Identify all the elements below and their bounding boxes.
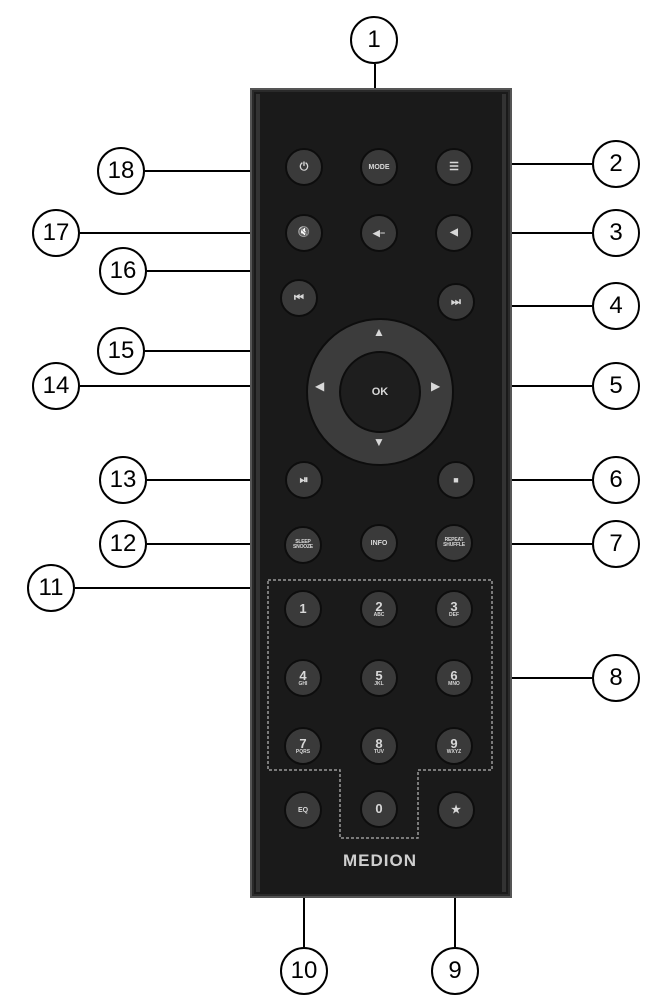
volume-down-button[interactable]: ◀− bbox=[360, 214, 398, 252]
stop-icon: ■ bbox=[453, 474, 459, 485]
letters-label: ABC bbox=[373, 611, 385, 618]
repeat-label: REPEAT bbox=[444, 537, 464, 543]
eq-label: EQ bbox=[297, 806, 309, 814]
repeat-shuffle-button[interactable]: REPEAT SHUFFLE bbox=[435, 524, 473, 562]
mute-icon: 🔇 bbox=[297, 227, 311, 238]
callout-14: 14 bbox=[32, 362, 80, 410]
left-arrow-icon[interactable]: ◀ bbox=[315, 379, 325, 393]
power-icon: ⏻ bbox=[299, 160, 309, 173]
numpad-key-2[interactable]: 2 ABC bbox=[360, 590, 398, 628]
letters-label: WXYZ bbox=[446, 748, 462, 755]
callout-3: 3 bbox=[592, 209, 640, 257]
callout-1: 1 bbox=[350, 16, 398, 64]
play-pause-button[interactable]: ⏯ bbox=[285, 461, 323, 499]
numpad-key-6[interactable]: 6 MNO bbox=[435, 659, 473, 697]
ok-button[interactable]: OK bbox=[339, 351, 421, 433]
callout-5: 5 bbox=[592, 362, 640, 410]
up-arrow-icon[interactable]: ▲ bbox=[373, 325, 385, 339]
info-button[interactable]: INFO bbox=[360, 524, 398, 562]
remote-edge-left bbox=[256, 94, 260, 892]
favorite-button[interactable]: ★ bbox=[437, 791, 475, 829]
callout-12: 12 bbox=[99, 520, 147, 568]
numpad-key-8[interactable]: 8 TUV bbox=[360, 727, 398, 765]
next-track-button[interactable]: ⏭ bbox=[437, 283, 475, 321]
sleep-label: SLEEP bbox=[295, 539, 311, 545]
numpad-key-0[interactable]: 0 bbox=[360, 790, 398, 828]
callout-9: 9 bbox=[431, 947, 479, 995]
next-track-icon: ⏭ bbox=[451, 295, 461, 308]
previous-track-button[interactable]: ⏮ bbox=[280, 279, 318, 317]
sleep-snooze-button[interactable]: SLEEP SNOOZE bbox=[284, 526, 322, 564]
volume-up-icon: ◀ bbox=[450, 227, 458, 238]
previous-track-icon: ⏮ bbox=[294, 291, 304, 304]
stop-button[interactable]: ■ bbox=[437, 461, 475, 499]
menu-button[interactable]: ☰ bbox=[435, 148, 473, 186]
right-arrow-icon[interactable]: ▶ bbox=[431, 379, 441, 393]
digit-label: 5 bbox=[375, 667, 383, 683]
letters-label: JKL bbox=[374, 680, 384, 687]
digit-label: 8 bbox=[375, 735, 383, 751]
numpad-key-1[interactable]: 1 bbox=[284, 590, 322, 628]
letters-label: GHI bbox=[298, 680, 308, 687]
ok-label: OK bbox=[371, 386, 389, 398]
callout-8: 8 bbox=[592, 654, 640, 702]
callout-16: 16 bbox=[99, 247, 147, 295]
numpad-key-3[interactable]: 3 DEF bbox=[435, 590, 473, 628]
play-pause-icon: ⏯ bbox=[299, 473, 309, 486]
power-button[interactable]: ⏻ bbox=[285, 148, 323, 186]
eq-button[interactable]: EQ bbox=[284, 791, 322, 829]
callout-18: 18 bbox=[97, 147, 145, 195]
digit-label: 3 bbox=[450, 598, 458, 614]
letters-label: PQRS bbox=[295, 748, 311, 755]
letters-label: DEF bbox=[449, 611, 459, 618]
digit-label: 6 bbox=[450, 667, 458, 683]
star-icon: ★ bbox=[451, 803, 461, 816]
letters-label: TUV bbox=[374, 748, 384, 755]
digit-label: 1 bbox=[299, 601, 307, 616]
callout-17: 17 bbox=[32, 209, 80, 257]
mode-label: MODE bbox=[368, 163, 390, 171]
volume-down-icon: ◀− bbox=[372, 227, 386, 238]
callout-7: 7 bbox=[592, 520, 640, 568]
callout-4: 4 bbox=[592, 282, 640, 330]
shuffle-label: SHUFFLE bbox=[443, 542, 465, 548]
numpad-key-7[interactable]: 7 PQRS bbox=[284, 727, 322, 765]
digit-label: 0 bbox=[375, 801, 383, 816]
snooze-label: SNOOZE bbox=[293, 544, 313, 550]
down-arrow-icon[interactable]: ▼ bbox=[373, 435, 385, 449]
digit-label: 7 bbox=[299, 735, 307, 751]
menu-icon: ☰ bbox=[449, 160, 459, 173]
info-label: INFO bbox=[370, 539, 388, 547]
remote-edge-right bbox=[502, 94, 506, 892]
callout-6: 6 bbox=[592, 456, 640, 504]
callout-15: 15 bbox=[97, 327, 145, 375]
digit-label: 2 bbox=[375, 598, 383, 614]
digit-label: 9 bbox=[450, 735, 458, 751]
numpad-key-4[interactable]: 4 GHI bbox=[284, 659, 322, 697]
mode-button[interactable]: MODE bbox=[360, 148, 398, 186]
brand-logo: MEDION bbox=[343, 851, 417, 870]
callout-11: 11 bbox=[27, 564, 75, 612]
digit-label: 4 bbox=[299, 667, 307, 683]
volume-up-button[interactable]: ◀ bbox=[435, 214, 473, 252]
callout-10: 10 bbox=[280, 947, 328, 995]
numpad-key-9[interactable]: 9 WXYZ bbox=[435, 727, 473, 765]
letters-label: MNO bbox=[448, 680, 460, 687]
callout-2: 2 bbox=[592, 140, 640, 188]
mute-button[interactable]: 🔇 bbox=[285, 214, 323, 252]
numpad-key-5[interactable]: 5 JKL bbox=[360, 659, 398, 697]
callout-13: 13 bbox=[99, 456, 147, 504]
